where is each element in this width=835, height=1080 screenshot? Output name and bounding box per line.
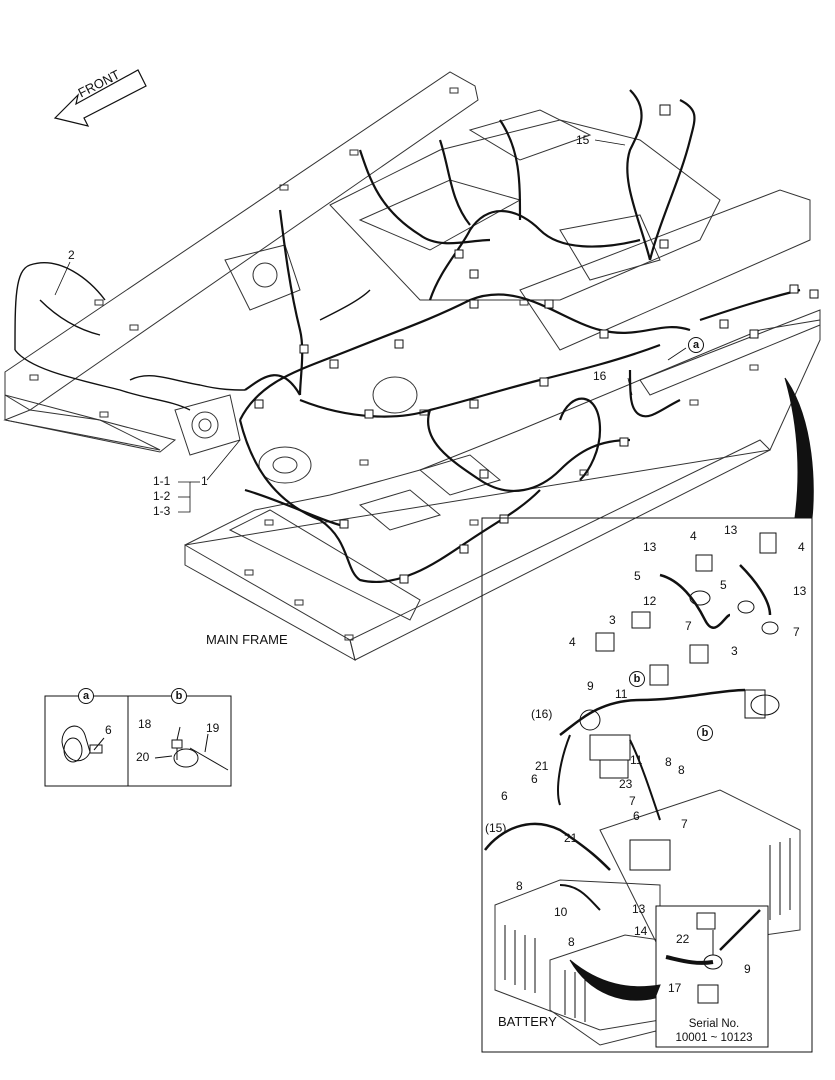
main-leader-lines xyxy=(54,139,687,513)
callout-18: 18 xyxy=(138,717,152,731)
callout-1: 1 xyxy=(201,474,208,488)
callout-8-d: 8 xyxy=(568,935,575,949)
callout-4-b: 4 xyxy=(798,540,805,554)
callout-15: 15 xyxy=(576,133,590,147)
callout-4-c: 4 xyxy=(569,635,576,649)
callout-6-detail: 6 xyxy=(105,723,112,737)
callout-4-a: 4 xyxy=(690,529,697,543)
callout-8-b: 8 xyxy=(678,763,685,777)
callout-6-c: 6 xyxy=(633,809,640,823)
callout-1-1: 1-1 xyxy=(153,474,171,488)
callout-13-c: 13 xyxy=(793,584,807,598)
callout-9-b: 9 xyxy=(744,962,751,976)
callout-15-paren: (15) xyxy=(485,821,507,835)
detail-box-ab xyxy=(44,695,232,787)
callout-7-c: 7 xyxy=(629,794,636,808)
callout-7-a: 7 xyxy=(685,619,692,633)
callout-17: 17 xyxy=(668,981,682,995)
main-frame-drawing xyxy=(3,71,821,662)
callout-b-marker-2: b xyxy=(697,725,713,741)
callout-8-a: 8 xyxy=(665,755,672,769)
callout-6-a: 6 xyxy=(531,772,538,786)
wire-harness xyxy=(238,89,801,583)
callout-8-c: 8 xyxy=(516,879,523,893)
callout-13-d: 13 xyxy=(632,902,646,916)
callout-19: 19 xyxy=(206,721,220,735)
callout-1-2: 1-2 xyxy=(153,489,171,503)
serial-range: 10001 ~ 10123 xyxy=(675,1032,753,1044)
main-frame-label: MAIN FRAME xyxy=(206,632,288,647)
callout-13-b: 13 xyxy=(724,523,738,537)
callout-12: 12 xyxy=(643,594,657,608)
callout-1-3: 1-3 xyxy=(153,504,171,518)
callout-3-b: 3 xyxy=(731,644,738,658)
harness-clamps xyxy=(254,104,819,584)
battery-label: BATTERY xyxy=(498,1014,557,1029)
callout-7-d: 7 xyxy=(681,817,688,831)
callout-11-a: 11 xyxy=(615,687,628,701)
callout-21-a: 21 xyxy=(535,759,549,773)
callout-10: 10 xyxy=(554,905,568,919)
serial-number: Serial No. 10001 ~ 10123 xyxy=(672,1017,756,1045)
callout-21-b: 21 xyxy=(564,831,578,845)
callout-2: 2 xyxy=(68,248,75,262)
detail-b-marker: b xyxy=(171,688,187,704)
callout-23: 23 xyxy=(619,777,633,791)
battery-detail-box xyxy=(481,377,814,1053)
front-arrow xyxy=(53,69,147,127)
callout-14: 14 xyxy=(634,924,648,938)
detail-a-marker: a xyxy=(78,688,94,704)
callout-7-b: 7 xyxy=(793,625,800,639)
callout-20: 20 xyxy=(136,750,150,764)
callout-5-a: 5 xyxy=(634,569,641,583)
callout-13-a: 13 xyxy=(643,540,657,554)
serial-label: Serial No. xyxy=(688,1018,740,1030)
callout-16-paren: (16) xyxy=(531,707,553,721)
wire-harness-left xyxy=(14,262,371,411)
callout-22: 22 xyxy=(676,932,690,946)
callout-11-b: 11 xyxy=(630,753,643,767)
callout-5-b: 5 xyxy=(720,578,727,592)
callout-9: 9 xyxy=(587,679,594,693)
callout-16: 16 xyxy=(593,369,607,383)
callout-a-marker: a xyxy=(688,337,704,353)
callout-6-b: 6 xyxy=(501,789,508,803)
callout-3-a: 3 xyxy=(609,613,616,627)
callout-b-marker-1: b xyxy=(629,671,645,687)
